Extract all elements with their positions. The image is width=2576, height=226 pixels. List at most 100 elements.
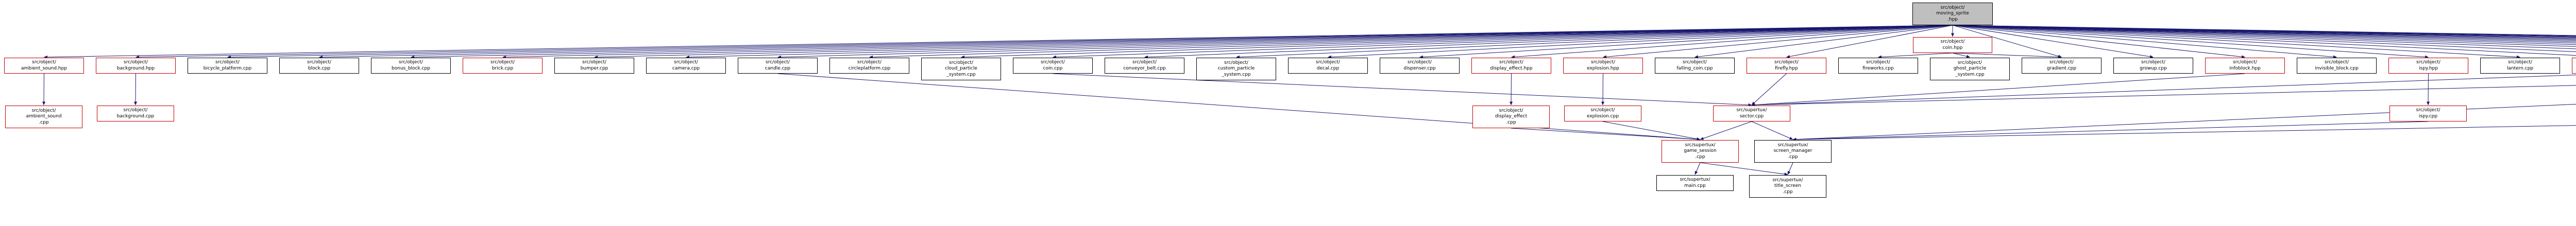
graph-node-n5[interactable]: src/object/brick.cpp <box>463 58 543 74</box>
include-edge <box>594 25 1953 59</box>
include-edge <box>411 25 1953 59</box>
graph-node-n14[interactable]: src/object/decal.cpp <box>1288 58 1368 74</box>
include-edge <box>1053 73 1752 107</box>
node-label-line: src/object/ <box>857 60 882 65</box>
graph-node-n4[interactable]: src/object/bonus_block.cpp <box>371 58 451 74</box>
node-label-line: src/supertux/ <box>1772 178 1803 183</box>
graph-node-b0[interactable]: src/supertux/main.cpp <box>1656 175 1734 191</box>
include-edge <box>1952 25 2576 47</box>
include-edge <box>1751 85 2576 107</box>
graph-node-n9[interactable]: src/object/circleplatform.cpp <box>829 58 909 74</box>
include-edge <box>1511 128 1701 141</box>
graph-node-n7[interactable]: src/object/camera.cpp <box>646 58 726 74</box>
graph-node-n11[interactable]: src/object/coin.cpp <box>1013 58 1093 74</box>
graph-node-c0[interactable]: src/supertux/game_session.cpp <box>1662 140 1739 163</box>
include-edge <box>1053 25 1953 59</box>
graph-node-n17[interactable]: src/object/explosion.hpp <box>1563 58 1643 74</box>
include-edge <box>1694 162 1701 175</box>
graph-node-n26[interactable]: src/object/ispy.hpp <box>2388 58 2468 74</box>
node-label-line: display_effect.hpp <box>1490 65 1533 71</box>
include-edge <box>1510 73 1513 106</box>
graph-node-n21[interactable]: src/object/ghost_particle_system.cpp <box>1930 58 2010 80</box>
graph-node-n23[interactable]: src/object/growup.cpp <box>2113 58 2193 74</box>
graph-node-n3[interactable]: src/object/block.cpp <box>279 58 359 74</box>
graph-node-c1[interactable]: src/supertux/screen_manager.cpp <box>1754 140 1832 163</box>
node-label-line: src/object/ <box>307 60 331 65</box>
graph-node-n18[interactable]: src/object/falling_coin.cpp <box>1655 58 1735 74</box>
node-label-line: src/object/ <box>1590 108 1615 113</box>
graph-node-n28[interactable]: src/object/level_time.hpp <box>2572 58 2576 74</box>
graph-node-t2[interactable]: src/object/display_effect.cpp <box>1472 106 1550 128</box>
node-label-line: src/supertux/ <box>1777 143 1808 148</box>
node-label-line: src/object/ <box>1316 60 1340 65</box>
graph-node-n13[interactable]: src/object/custom_particle_system.cpp <box>1196 58 1276 80</box>
include-edge <box>134 73 138 106</box>
graph-node-n2[interactable]: src/object/bicycle_platform.cpp <box>188 58 267 74</box>
include-edge <box>1792 121 2429 141</box>
include-edge <box>1700 121 1752 140</box>
graph-node-n12[interactable]: src/object/conveyor_belt.cpp <box>1105 58 1184 74</box>
include-edge <box>1700 162 1788 176</box>
graph-node-n1[interactable]: src/object/background.hpp <box>96 58 176 74</box>
graph-node-n27[interactable]: src/object/lantern.cpp <box>2480 58 2560 74</box>
node-label-line: candle.cpp <box>765 65 791 71</box>
node-label-line: src/object/ <box>2049 60 2074 65</box>
graph-node-b1[interactable]: src/supertux/title_screen.cpp <box>1749 175 1826 198</box>
include-edge <box>1952 25 2429 59</box>
include-edge <box>1952 25 2520 59</box>
node-label-line: src/object/ <box>124 60 148 65</box>
graph-node-n24[interactable]: src/object/infoblock.hpp <box>2205 58 2285 74</box>
graph-node-n10[interactable]: src/object/cloud_particle_system.cpp <box>921 58 1001 80</box>
node-label-line: explosion.hpp <box>1587 65 1619 71</box>
node-label-line: ghost_particle <box>1953 66 1987 72</box>
include-edge <box>44 25 1953 59</box>
graph-node-t5[interactable]: src/object/ispy.cpp <box>2389 106 2467 121</box>
graph-node-t3[interactable]: src/object/explosion.cpp <box>1564 106 1641 121</box>
graph-node-t1[interactable]: src/object/background.cpp <box>97 106 174 121</box>
include-edge <box>1952 53 1970 58</box>
node-label-line: .hpp <box>1947 16 1958 22</box>
include-edge <box>1952 25 2576 41</box>
node-label-line: src/object/ <box>1940 39 1965 45</box>
graph-node-n8[interactable]: src/object/candle.cpp <box>738 58 818 74</box>
graph-node-t4[interactable]: src/supertux/sector.cpp <box>1713 106 1790 121</box>
graph-node-n19[interactable]: src/object/firefly.hpp <box>1747 58 1826 74</box>
include-edge <box>1952 25 2154 58</box>
include-edge <box>1751 121 1793 140</box>
node-label-line: dispenser.cpp <box>1403 65 1436 71</box>
node-label-line: .cpp <box>39 119 49 125</box>
include-edge <box>1787 162 1793 175</box>
node-label-line: gradient.cpp <box>2046 65 2077 71</box>
node-label-line: custom_particle <box>1217 66 1255 72</box>
node-label-line: growup.cpp <box>2140 65 2167 71</box>
include-edge <box>1786 25 1953 58</box>
graph-node-t0[interactable]: src/object/ambient_sound.cpp <box>5 106 82 128</box>
node-label-line: cloud_particle <box>945 66 977 72</box>
node-label-line: src/object/ <box>1041 60 1065 65</box>
include-edge <box>1952 25 2576 39</box>
graph-node-n25[interactable]: src/object/invisible_block.cpp <box>2297 58 2377 74</box>
node-label-line: background.cpp <box>116 113 155 119</box>
graph-node-n15[interactable]: src/object/dispenser.cpp <box>1380 58 1460 74</box>
graph-node-n20[interactable]: src/object/fireworks.cpp <box>1838 58 1918 74</box>
node-label-line: src/object/ <box>674 60 698 65</box>
node-label-line: src/object/ <box>32 60 56 65</box>
node-label-line: infoblock.hpp <box>2229 65 2261 71</box>
node-label-line: src/object/ <box>1683 60 1707 65</box>
node-label-line: invisible_block.cpp <box>2315 65 2359 71</box>
include-edge <box>1603 25 1953 59</box>
node-label-line: src/object/ <box>1866 60 1890 65</box>
include-edge <box>1952 25 2576 45</box>
graph-node-n22[interactable]: src/object/gradient.cpp <box>2022 58 2102 74</box>
graph-node-n16[interactable]: src/object/display_effect.hpp <box>1471 58 1551 74</box>
include-edge <box>1952 25 2337 59</box>
include-edge <box>1952 25 2576 49</box>
node-label-line: src/supertux/ <box>1736 108 1767 113</box>
graph-node-l1[interactable]: src/object/coin.hpp <box>1913 37 1992 53</box>
node-label-line: sector.cpp <box>1739 113 1764 119</box>
graph-node-n6[interactable]: src/object/bumper.cpp <box>554 58 634 74</box>
include-edge <box>1952 25 2576 52</box>
node-label-line: src/object/ <box>1499 108 1523 114</box>
graph-node-n0[interactable]: src/object/ambient_sound.hpp <box>4 58 84 74</box>
node-label-line: .cpp <box>1695 154 1705 160</box>
